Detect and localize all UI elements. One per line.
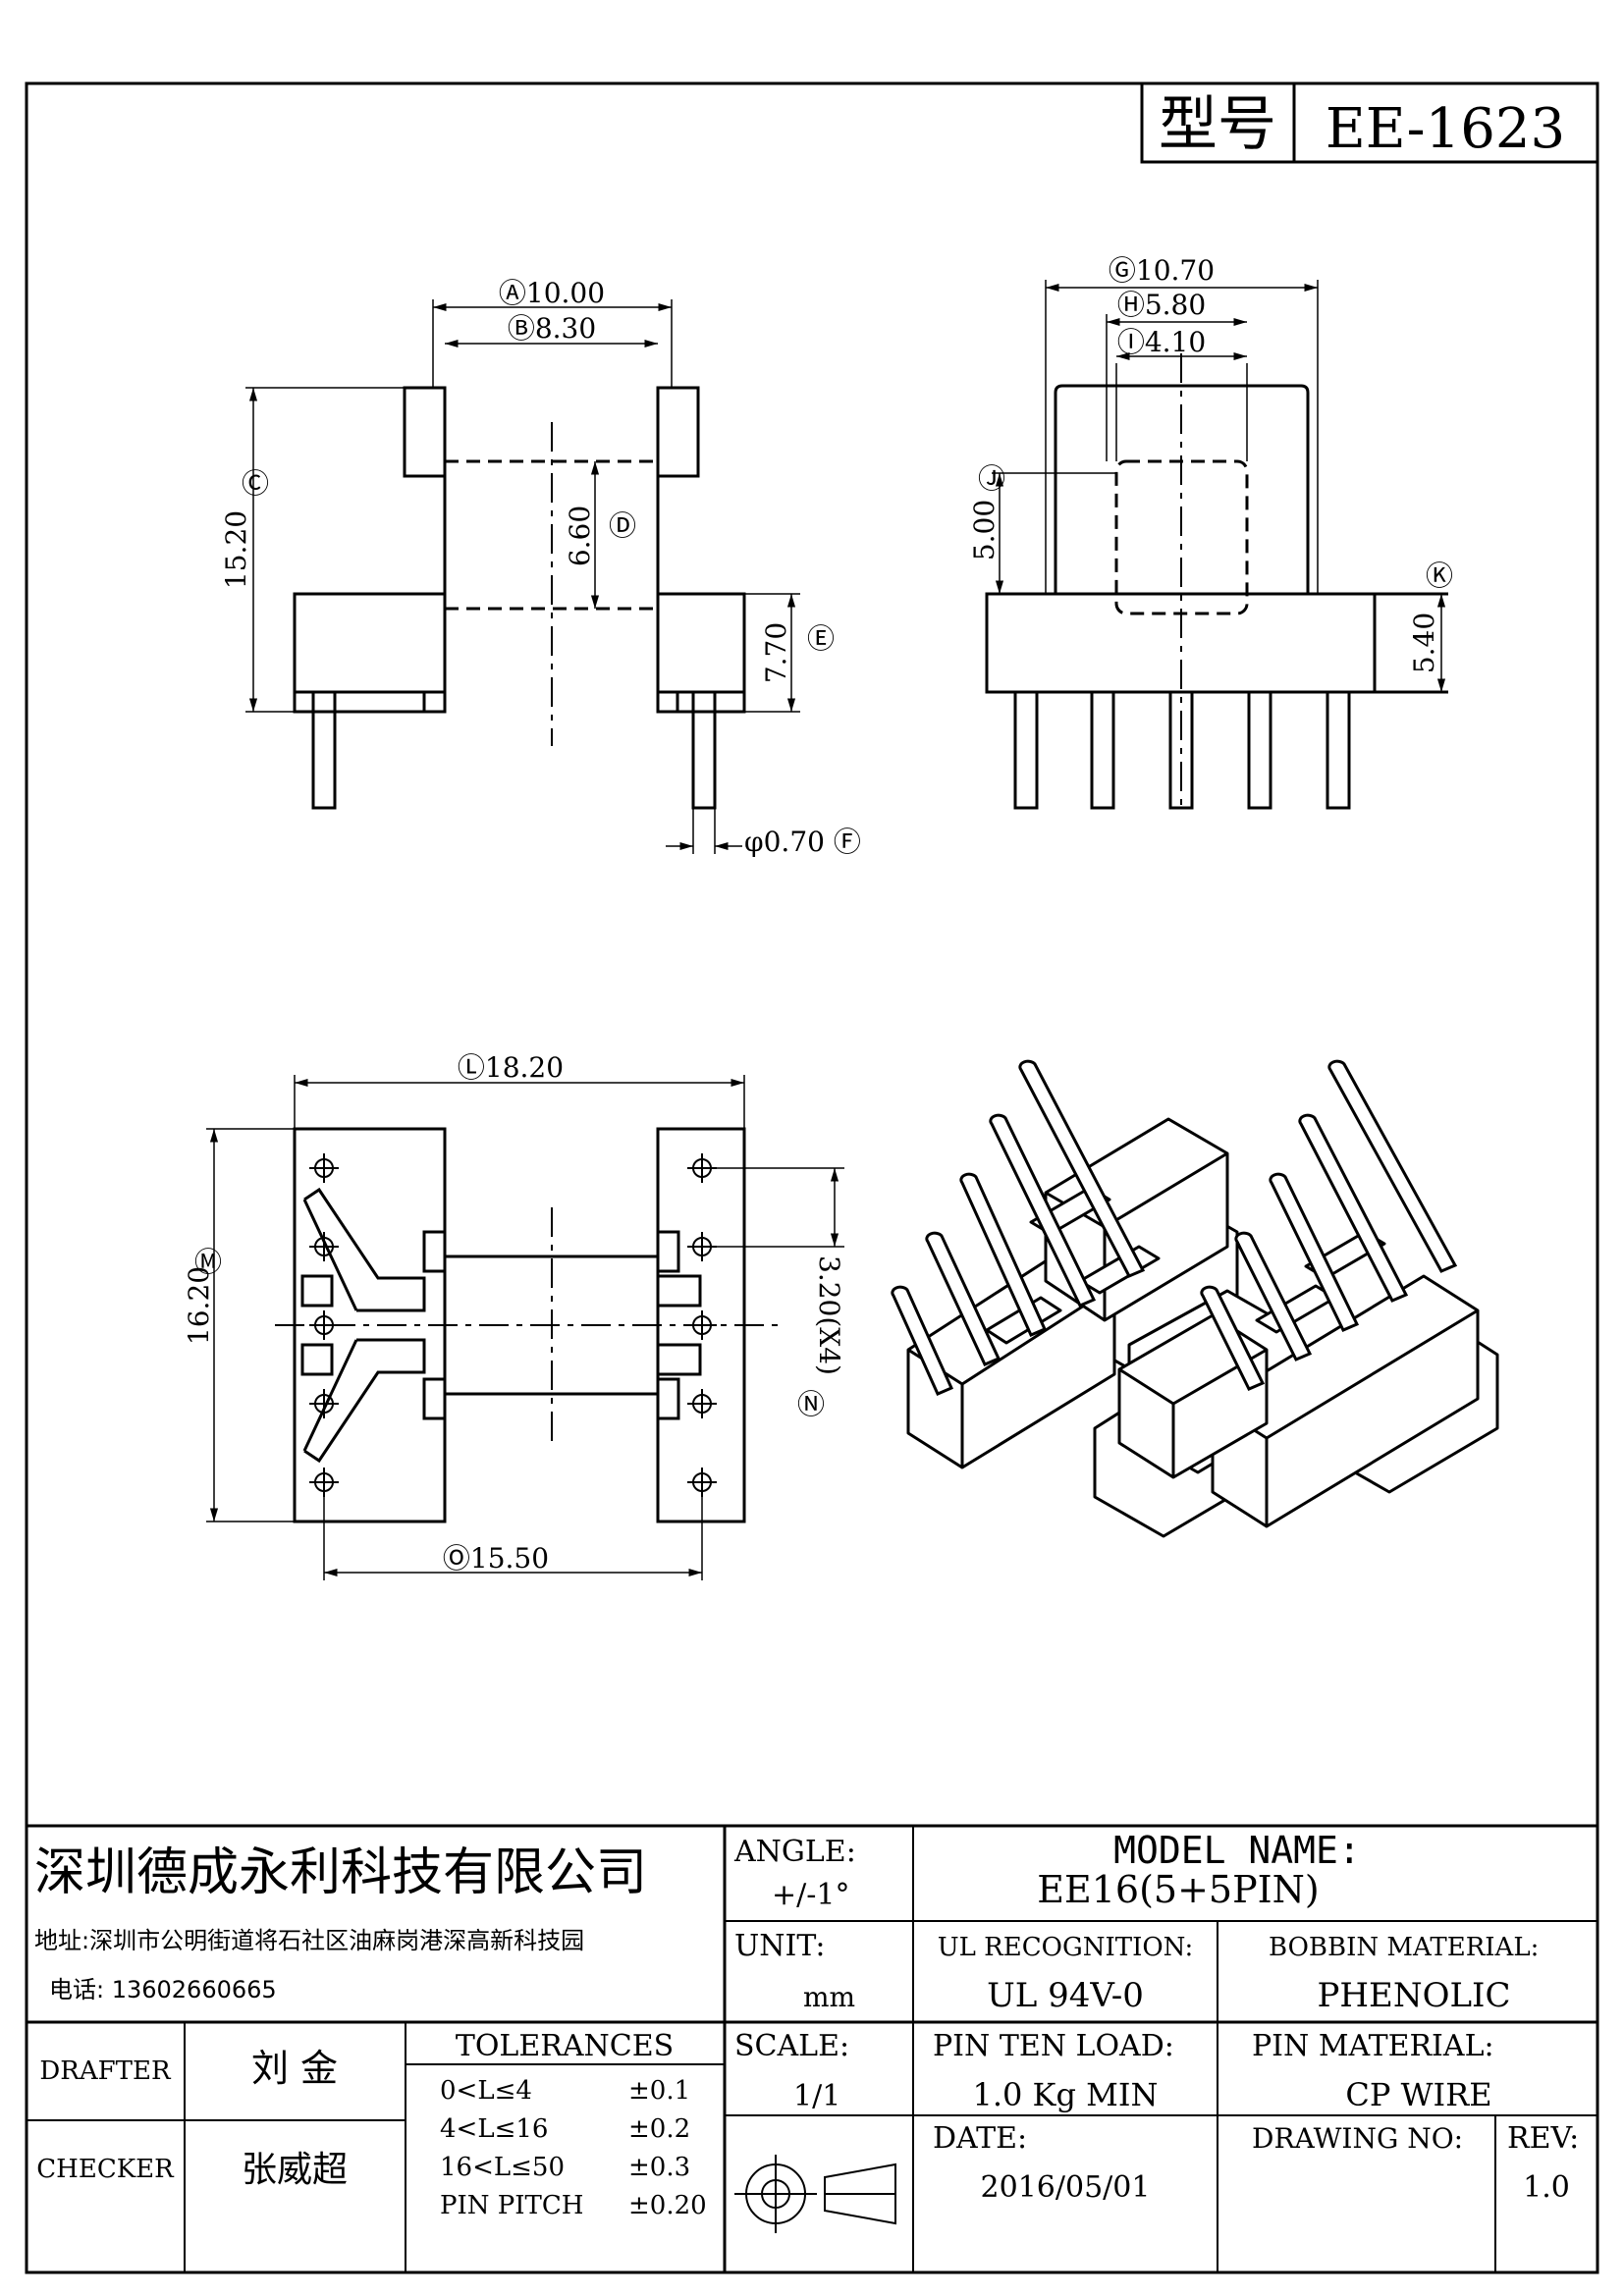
bobbin-material-value: PHENOLIC bbox=[1318, 1976, 1511, 2015]
drawing-no-label: DRAWING NO: bbox=[1252, 2122, 1463, 2155]
angle-label: ANGLE: bbox=[733, 1835, 856, 1869]
drafter-name: 刘 金 bbox=[251, 2047, 338, 2090]
dim-d-value: 6.60 bbox=[564, 506, 596, 566]
bobbin-material-label: BOBBIN MATERIAL: bbox=[1269, 1933, 1539, 1962]
dim-e-label: Ⓔ bbox=[807, 622, 835, 655]
rev-label: REV: bbox=[1507, 2121, 1579, 2156]
rev-value: 1.0 bbox=[1523, 2170, 1570, 2205]
dim-c-label: Ⓒ bbox=[242, 467, 269, 500]
tolerance-range-1: 0<L≤4 bbox=[440, 2076, 532, 2106]
ul-label: UL RECOGNITION: bbox=[938, 1933, 1194, 1962]
pin-material-value: CP WIRE bbox=[1345, 2076, 1491, 2113]
tolerance-range-3: 16<L≤50 bbox=[440, 2153, 565, 2182]
pin-material-label: PIN MATERIAL: bbox=[1252, 2029, 1494, 2063]
tolerance-value-2: ±0.2 bbox=[628, 2114, 690, 2144]
company-phone: 电话: 13602660665 bbox=[49, 1976, 277, 2003]
front-view bbox=[293, 386, 746, 810]
dim-h: Ⓗ5.80 bbox=[1117, 289, 1206, 321]
dim-i: Ⓘ4.10 bbox=[1117, 326, 1206, 358]
title-block-grid bbox=[27, 1824, 1597, 2272]
checker-label: CHECKER bbox=[36, 2155, 175, 2184]
model-box-value: EE-1623 bbox=[1326, 97, 1565, 161]
dim-d-label: Ⓓ bbox=[609, 509, 636, 542]
dim-a: Ⓐ10.00 bbox=[499, 277, 605, 309]
front-view-dimensions bbox=[245, 299, 800, 854]
isometric-pins bbox=[891, 1059, 1458, 1396]
ul-value: UL 94V-0 bbox=[987, 1976, 1144, 2015]
dim-g: Ⓖ10.70 bbox=[1109, 254, 1215, 287]
top-view bbox=[275, 1127, 785, 1523]
dim-f: φ0.70 Ⓕ bbox=[744, 826, 861, 858]
date-value: 2016/05/01 bbox=[981, 2170, 1151, 2205]
tolerance-value-3: ±0.3 bbox=[628, 2153, 690, 2182]
tolerance-value-4: ±0.20 bbox=[628, 2191, 707, 2220]
model-box: 型号 EE-1623 bbox=[1140, 83, 1597, 164]
dim-m-label: Ⓜ bbox=[194, 1246, 222, 1278]
dim-b: Ⓑ8.30 bbox=[508, 312, 596, 345]
dim-m-value: 16.20 bbox=[183, 1266, 215, 1345]
dim-o: Ⓞ15.50 bbox=[443, 1542, 549, 1575]
dim-e-value: 7.70 bbox=[760, 622, 792, 683]
company-name: 深圳德成永利科技有限公司 bbox=[34, 1843, 647, 1902]
dim-k-value: 5.40 bbox=[1408, 613, 1440, 673]
tolerances-label: TOLERANCES bbox=[456, 2029, 674, 2063]
top-view-pins bbox=[309, 1153, 717, 1497]
drafter-label: DRAFTER bbox=[39, 2056, 172, 2086]
checker-name: 张威超 bbox=[242, 2150, 348, 2190]
company-address: 地址:深圳市公明街道将石社区油麻岗港深高新科技园 bbox=[34, 1927, 584, 1954]
unit-value: mm bbox=[803, 1981, 855, 2013]
tolerance-range-4: PIN PITCH bbox=[440, 2191, 583, 2220]
side-view-dimensions bbox=[992, 280, 1446, 692]
dim-j-label: Ⓙ bbox=[978, 462, 1005, 495]
side-view bbox=[985, 353, 1448, 810]
sheet-border bbox=[25, 81, 1599, 2274]
angle-value: +/-1° bbox=[772, 1878, 849, 1912]
dim-l: Ⓛ18.20 bbox=[458, 1051, 564, 1084]
unit-label: UNIT: bbox=[734, 1929, 825, 1963]
model-name-label: MODEL NAME: bbox=[1113, 1829, 1361, 1872]
dim-c-value: 15.20 bbox=[220, 510, 252, 589]
model-box-label: 型号 bbox=[1159, 90, 1276, 159]
tolerance-range-2: 4<L≤16 bbox=[440, 2114, 548, 2144]
pin-load-label: PIN TEN LOAD: bbox=[933, 2029, 1174, 2063]
dim-n-label: Ⓝ bbox=[797, 1388, 825, 1420]
pin-load-value: 1.0 Kg MIN bbox=[972, 2076, 1158, 2113]
dim-k-label: Ⓚ bbox=[1426, 560, 1453, 592]
scale-label: SCALE: bbox=[734, 2029, 849, 2063]
dim-j-value: 5.00 bbox=[968, 500, 1001, 561]
top-view-dimensions bbox=[206, 1075, 844, 1580]
scale-value: 1/1 bbox=[793, 2079, 840, 2113]
date-label: DATE: bbox=[933, 2121, 1027, 2156]
projection-symbol bbox=[734, 2155, 896, 2233]
model-name-value: EE16(5+5PIN) bbox=[1037, 1868, 1320, 1911]
tolerance-value-1: ±0.1 bbox=[628, 2076, 690, 2106]
dim-n-value: 3.20(X4) bbox=[813, 1255, 845, 1375]
